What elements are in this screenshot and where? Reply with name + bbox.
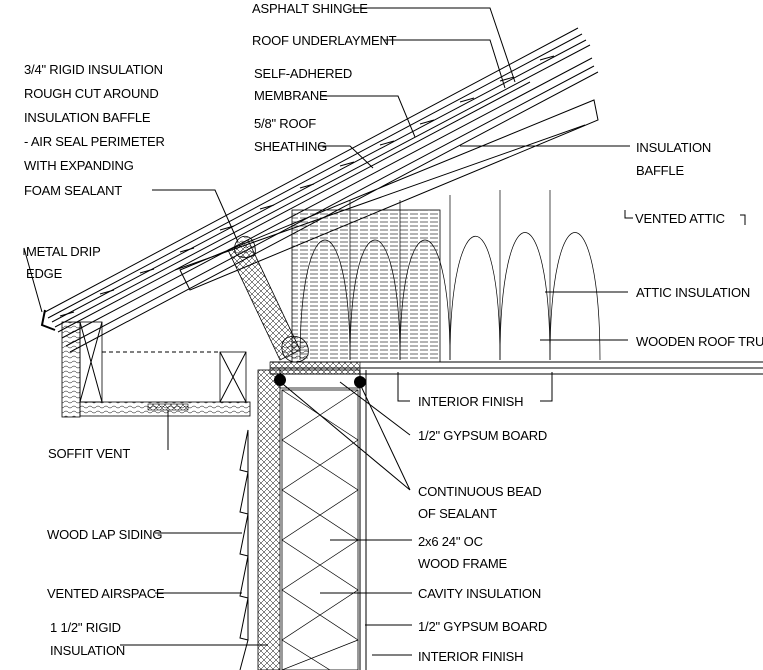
expanding-foam-sealant [234,235,256,258]
label-wood-frame-2: WOOD FRAME [418,556,508,571]
label-interior-finish-ceiling: INTERIOR FINISH [418,394,523,409]
label-roof-sheathing-2: SHEATHING [254,139,327,154]
label-insulation-baffle-1: INSULATION [636,140,711,155]
cavity-insulation [281,389,359,670]
shingle-tabs [59,55,555,317]
label-vented-airspace: VENTED AIRSPACE [47,586,165,601]
label-rigid-insulation-baffle-2: ROUGH CUT AROUND [24,86,159,101]
label-cavity-insulation: CAVITY INSULATION [418,586,541,601]
label-gypsum-board-wall: 1/2" GYPSUM BOARD [418,619,547,634]
roof-assembly [40,27,599,353]
metal-drip-edge [40,309,56,331]
label-gypsum-board-ceiling: 1/2" GYPSUM BOARD [418,428,547,443]
label-interior-finish-wall: INTERIOR FINISH [418,649,523,664]
label-wood-lap-siding: WOOD LAP SIDING [47,527,162,542]
label-self-adhered-membrane-1: SELF-ADHERED [254,66,352,81]
label-rigid-insulation-baffle-3: INSULATION BAFFLE [24,110,151,125]
roof-underlayment-layer [54,44,591,328]
soffit-vent-grille [147,403,189,411]
ceiling-assembly [269,361,763,375]
label-asphalt-shingle: ASPHALT SHINGLE [252,1,368,16]
label-rigid-insulation-baffle-1: 3/4" RIGID INSULATION [24,62,163,77]
leader-lines [23,7,746,656]
attic-insulation [291,190,601,363]
label-self-adhered-membrane-2: MEMBRANE [254,88,328,103]
label-wooden-roof-truss: WOODEN ROOF TRUSS [636,334,763,349]
label-rigid-insulation-wall-1: 1 1/2" RIGID [50,620,121,635]
sealant-bead-right [354,376,366,388]
label-wood-frame-1: 2x6 24" OC [418,534,483,549]
rigid-insulation-baffle-piece [227,235,309,363]
roof-sheathing-layer [61,57,595,347]
self-adhered-membrane-layer [57,81,531,333]
annotations: ASPHALT SHINGLE ROOF UNDERLAYMENT 3/4" R… [24,1,763,664]
asphalt-shingle-layer [44,27,587,323]
label-metal-drip-edge-2: EDGE [26,266,63,281]
soffit-assembly [61,321,251,418]
label-vented-attic: VENTED ATTIC [635,211,725,226]
label-roof-underlayment: ROOF UNDERLAYMENT [252,33,397,48]
label-rigid-insulation-baffle-6: FOAM SEALANT [24,183,122,198]
label-roof-sheathing-1: 5/8" ROOF [254,116,316,131]
label-continuous-bead-2: OF SEALANT [418,506,497,521]
label-rigid-insulation-baffle-4: - AIR SEAL PERIMETER [24,134,165,149]
sealant-bead-left [274,374,286,386]
wood-lap-siding [239,429,249,670]
expanding-foam-sealant-2 [281,335,309,363]
label-metal-drip-edge-1: METAL DRIP [26,244,101,259]
label-soffit-vent: SOFFIT VENT [48,446,130,461]
label-attic-insulation: ATTIC INSULATION [636,285,750,300]
rigid-insulation-wall [257,369,281,670]
label-rigid-insulation-wall-2: INSULATION [50,643,125,658]
label-insulation-baffle-2: BAFFLE [636,163,684,178]
label-rigid-insulation-baffle-5: WITH EXPANDING [24,158,134,173]
wall-assembly [239,369,367,670]
label-continuous-bead-1: CONTINUOUS BEAD [418,484,541,499]
